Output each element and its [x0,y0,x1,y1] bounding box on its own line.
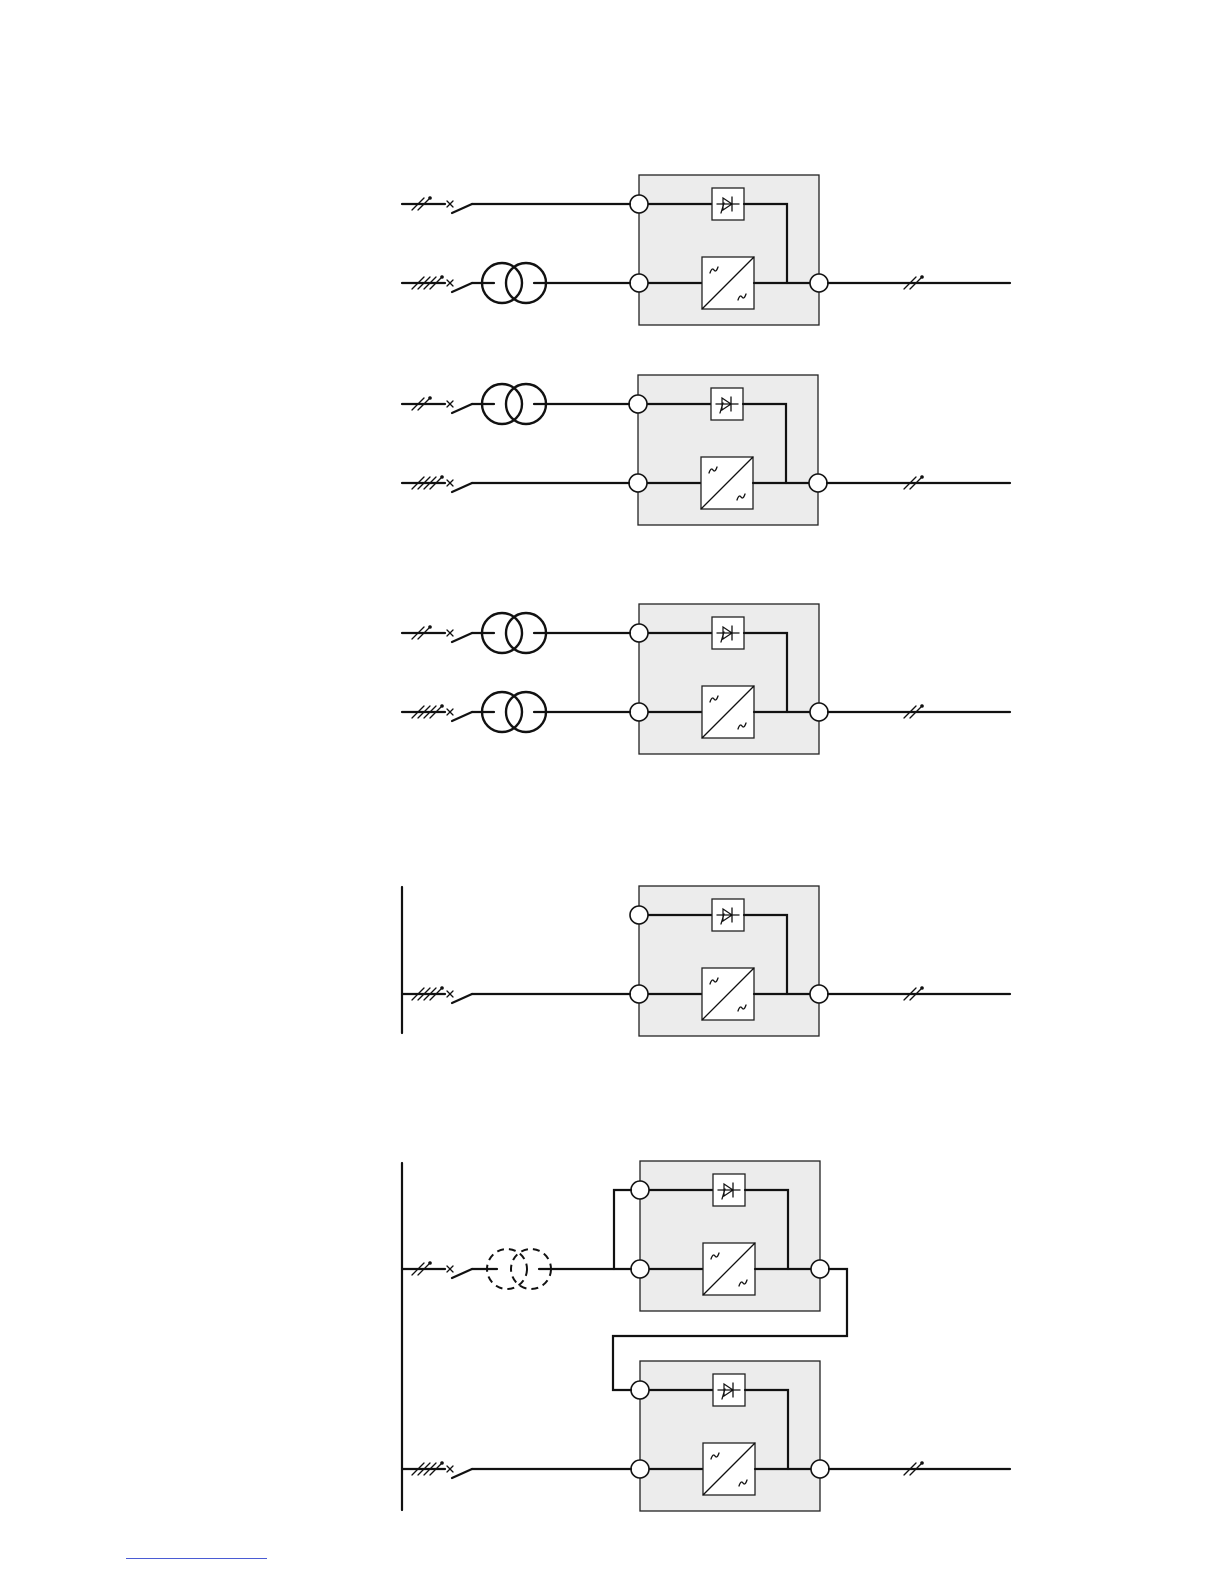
inverter-icon [702,257,754,309]
breaker-icon [402,1461,472,1478]
breaker-icon [402,704,472,721]
phase-dot [428,625,432,629]
terminal-icon [630,274,648,292]
phase-dot [440,1461,444,1465]
output-line [828,275,1010,289]
terminal-icon [629,474,647,492]
terminal-icon [629,395,647,413]
ups-unit [631,1361,829,1511]
breaker-icon [402,625,472,642]
switch-blade [452,712,472,721]
output-line [828,704,1010,718]
phase-dot [428,196,432,200]
terminal-icon [631,1260,649,1278]
phase-dot [920,475,924,479]
static-switch-icon [713,1174,745,1206]
switch-blade [452,1269,472,1278]
terminal-icon [810,985,828,1003]
ups-unit [630,175,828,325]
output-line [828,986,1010,1000]
terminal-icon [630,985,648,1003]
breaker-icon [402,196,472,213]
inverter-icon [701,457,753,509]
inverter-icon [702,686,754,738]
inverter-icon [703,1443,755,1495]
ups-unit [629,375,827,525]
static-switch-icon [712,899,744,931]
jumper [614,1190,631,1269]
config-1 [402,175,1010,325]
terminal-icon [630,906,648,924]
breaker-icon [402,475,472,492]
phase-dot [428,396,432,400]
switch-blade [452,283,472,292]
breaker-icon [402,275,472,292]
breaker-icon [402,986,472,1003]
config-3 [402,604,1010,754]
ups-unit [631,1161,829,1311]
output-line [829,1461,1010,1475]
switch-blade [452,204,472,213]
ups-unit [630,886,828,1036]
terminal-icon [810,274,828,292]
phase-dot [440,475,444,479]
inverter-icon [702,968,754,1020]
phase-dot [920,986,924,990]
static-switch-icon [711,388,743,420]
switch-blade [452,994,472,1003]
ups-unit [630,604,828,754]
terminal-icon [811,1460,829,1478]
phase-dot [920,704,924,708]
config-2 [402,375,1010,525]
phase-dot [440,986,444,990]
static-switch-icon [713,1374,745,1406]
terminal-icon [809,474,827,492]
inverter-icon [703,1243,755,1295]
terminal-icon [630,624,648,642]
terminal-icon [630,703,648,721]
switch-blade [452,483,472,492]
terminal-icon [810,703,828,721]
static-switch-icon [712,188,744,220]
terminal-icon [811,1260,829,1278]
breaker-icon [402,1261,472,1278]
terminal-icon [630,195,648,213]
phase-dot [920,275,924,279]
switch-blade [452,1469,472,1478]
switch-blade [452,633,472,642]
static-switch-icon [712,617,744,649]
switch-blade [452,404,472,413]
phase-dot [440,275,444,279]
phase-dot [920,1461,924,1465]
phase-dot [428,1261,432,1265]
breaker-icon [402,396,472,413]
config-4 [402,886,1010,1036]
terminal-icon [631,1381,649,1399]
config-5 [402,1161,1010,1511]
terminal-icon [631,1460,649,1478]
output-line [827,475,1010,489]
terminal-icon [631,1181,649,1199]
footer-rule [126,1558,267,1559]
phase-dot [440,704,444,708]
